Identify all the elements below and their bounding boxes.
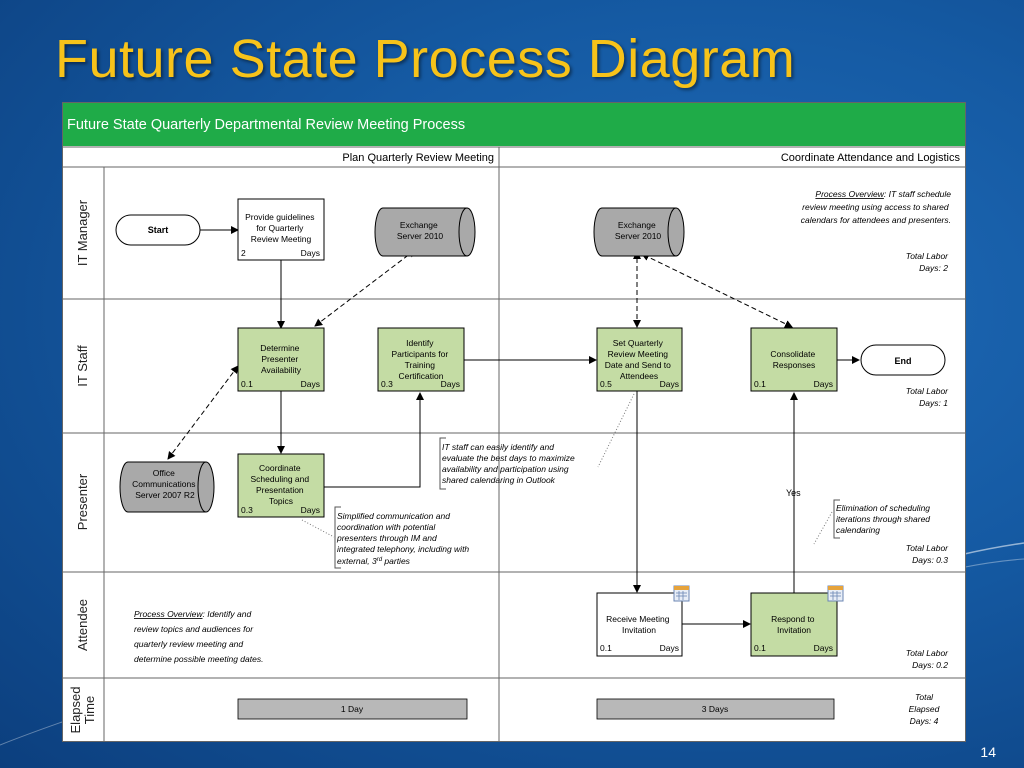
svg-text:Exchange Server 2010: Exchange Server 2010 [615, 220, 662, 241]
svg-text:Consolidate Responses: Consolidate Responses [770, 349, 817, 370]
diagram-header [63, 103, 965, 146]
task-determine-availability: Determine Presenter Availability 0.1 Day… [237, 327, 325, 392]
svg-text:3 Days: 3 Days [702, 704, 728, 714]
svg-text:Days: Days [301, 248, 320, 258]
svg-text:0.1: 0.1 [241, 379, 253, 389]
task-identify-participants: Identify Participants for Training Certi… [377, 327, 465, 392]
slide-title: Future State Process Diagram [55, 29, 796, 89]
database-office-communications-server: Office Communications Server 2007 R2 [119, 461, 215, 513]
svg-text:1 Day: 1 Day [341, 704, 364, 714]
task-receive-invitation: Receive Meeting Invitation 0.1 Days [596, 592, 683, 657]
annotation-simplified-communication: Simplified communication and coordinatio… [334, 506, 472, 569]
svg-text:0.5: 0.5 [600, 379, 612, 389]
svg-text:Days: Days [301, 379, 320, 389]
svg-text:IT staff can easily identify a: IT staff can easily identify and evaluat… [442, 442, 577, 485]
svg-text:review meeting using access to: review meeting using access to shared ca… [801, 202, 951, 225]
svg-text:Coordinate Scheduling an: Coordinate Scheduling and Presentation T… [251, 463, 312, 506]
svg-text:Days: Days [660, 643, 679, 653]
task-respond-invitation: Respond to Invitation 0.1 Days [750, 592, 838, 657]
svg-text:0.1: 0.1 [754, 379, 766, 389]
elapsed-bar-plan: 1 Day [237, 698, 468, 720]
yes-label: Yes [786, 488, 801, 498]
svg-text:Elimination of scheduling: Elimination of scheduling iterations thr… [836, 503, 932, 535]
calendar-icon [673, 585, 690, 602]
annotation-elimination: Elimination of scheduling iterations thr… [833, 499, 932, 539]
phase-plan: Plan Quarterly Review Meeting [342, 152, 494, 164]
start-terminal: Start [115, 214, 201, 246]
svg-text:Identify Participants fo: Identify Participants for Training Certi… [391, 338, 450, 381]
svg-text:Simplified communication and: Simplified communication and coordinatio… [336, 511, 472, 566]
svg-text:2: 2 [241, 248, 246, 258]
svg-text:Days: Days [441, 379, 460, 389]
svg-text:review topics and audiences fo: review topics and audiences for quarterl… [134, 624, 263, 664]
svg-text:Process Overview: Identify and: Process Overview: Identify and [134, 609, 251, 619]
svg-text:0.1: 0.1 [600, 643, 612, 653]
lane-attendee: Attendee [75, 599, 90, 651]
svg-text:Exchange Server 2010: Exchange Server 2010 [397, 220, 444, 241]
svg-text:0.3: 0.3 [241, 505, 253, 515]
svg-text:Receive Meeting Invitati: Receive Meeting Invitation [606, 614, 672, 635]
start-label: Start [148, 225, 169, 235]
svg-text:Set Quarterly Review Mee: Set Quarterly Review Meeting Date and Se… [605, 338, 674, 381]
annotation-it-staff-calendar: IT staff can easily identify and evaluat… [439, 437, 577, 490]
overview-it-manager: Process Overview: IT staff schedule revi… [801, 189, 952, 225]
process-diagram: Future State Quarterly Departmental Revi… [62, 102, 966, 742]
task-consolidate-responses: Consolidate Responses 0.1 Days [750, 327, 838, 392]
svg-text:0.1: 0.1 [754, 643, 766, 653]
svg-text:Days: Days [660, 379, 679, 389]
elapsed-bar-coordinate: 3 Days [596, 698, 835, 720]
svg-text:Office Communications: Office Communications Server 2007 R2 [132, 468, 198, 500]
database-exchange-server-2: Exchange Server 2010 [593, 207, 685, 257]
svg-text:Determine Presenter: Determine Presenter Availability [260, 343, 302, 375]
end-terminal: End [860, 344, 946, 376]
lane-elapsed-time: ElapsedTime [68, 687, 97, 734]
diagram-header-text: Future State Quarterly Departmental Revi… [67, 117, 465, 133]
calendar-icon [827, 585, 844, 602]
page-number: 14 [980, 744, 996, 760]
database-exchange-server-1: Exchange Server 2010 [374, 207, 476, 257]
svg-text:Days: Days [814, 643, 833, 653]
svg-text:Days: Days [814, 379, 833, 389]
phase-coordinate: Coordinate Attendance and Logistics [781, 152, 961, 164]
overview-attendee: Process Overview: Identify and review to… [134, 609, 263, 664]
task-provide-guidelines: Provide guidelines for Quarterly Review … [237, 198, 325, 261]
end-label: End [895, 356, 912, 366]
lane-it-staff: IT Staff [75, 345, 90, 387]
svg-text:Process Overview: IT staff sch: Process Overview: IT staff schedule [815, 189, 951, 199]
svg-text:0.3: 0.3 [381, 379, 393, 389]
lane-it-manager: IT Manager [75, 199, 90, 266]
lane-presenter: Presenter [75, 473, 90, 530]
task-coordinate-scheduling: Coordinate Scheduling and Presentation T… [237, 453, 325, 518]
svg-text:Respond to Invitation: Respond to Invitation [771, 614, 817, 635]
svg-text:Provide guidelines for Q: Provide guidelines for Quarterly Review … [245, 212, 317, 244]
svg-text:Days: Days [301, 505, 320, 515]
task-set-meeting-date: Set Quarterly Review Meeting Date and Se… [596, 327, 683, 392]
